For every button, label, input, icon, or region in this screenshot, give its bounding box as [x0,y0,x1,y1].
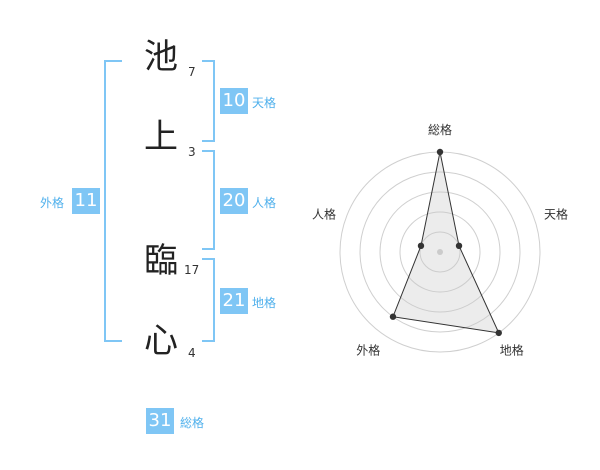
tenkaku-label: 天格 [252,96,277,110]
stroke-count-4: 4 [188,346,196,360]
gaikaku-label: 外格 [40,196,65,210]
chikaku-value: 21 [220,288,248,314]
name-char-2: 上 [144,117,178,157]
soukaku-value: 31 [146,408,174,434]
radar-axis-label: 地格 [500,343,524,358]
jinkaku-label: 人格 [252,196,277,210]
stroke-count-1: 7 [188,65,196,79]
radar-axis-label: 総格 [428,122,452,137]
gaikaku-bracket [104,60,122,342]
radar-point [389,313,397,320]
stroke-count-3: 17 [184,263,200,277]
radar-point [495,329,502,337]
radar-axis-label: 外格 [356,343,380,358]
stroke-count-2: 3 [188,145,196,159]
chikaku-label: 地格 [252,296,277,310]
radar-ring [359,171,521,333]
name-char-1: 池 [144,37,178,77]
soukaku-label: 総格 [180,416,205,430]
radar-axis-label: 天格 [544,206,568,221]
jinkaku-value: 20 [220,188,248,214]
radar-ring [379,191,501,313]
radar-ring [419,231,461,273]
radar-point [455,242,463,250]
tenkaku-bracket [202,60,215,142]
tenkaku-value: 10 [220,88,248,114]
radar-axis-label: 人格 [312,206,336,221]
radar-ring [399,211,481,293]
jinkaku-bracket [202,150,215,250]
name-char-3: 臨 [144,241,178,281]
gaikaku-value: 11 [72,188,100,214]
name-char-4: 心 [144,321,178,361]
radar-point [417,242,425,250]
radar-series-polygon [392,151,500,334]
radar-center [437,249,443,255]
radar-point [436,148,444,156]
chikaku-bracket [202,258,215,342]
